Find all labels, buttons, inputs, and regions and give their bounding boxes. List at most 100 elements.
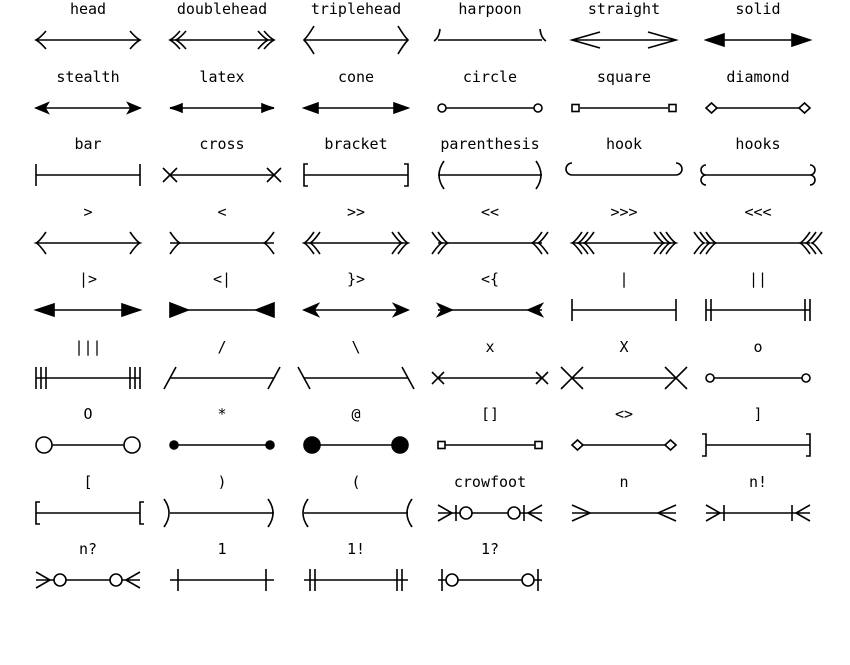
arrow-style-51: 1? [422, 540, 558, 602]
arrow-sample [35, 164, 141, 186]
arrow-sample [35, 366, 141, 389]
arrow-style-label: circle [462, 67, 518, 86]
arrow-tip-end [653, 231, 679, 254]
arrow-tip-start [700, 164, 707, 186]
arrow-tip-start [303, 436, 321, 454]
arrow-style-label: cone [337, 67, 375, 86]
arrow-tip-start [569, 31, 601, 49]
arrow-tip-start [433, 28, 441, 42]
arrow-tip-end [396, 569, 403, 591]
arrow-sample [304, 569, 408, 591]
arrow-style-11: diamond [690, 68, 826, 130]
arrow-style-37: * [154, 405, 290, 467]
arrow-style-33: x [422, 338, 558, 400]
arrow-style-label: <{ [480, 270, 500, 288]
arrow-tip-end [401, 366, 415, 389]
arrow-tip-start [693, 231, 719, 254]
arrow-sample [437, 102, 543, 113]
arrow-sample [301, 101, 411, 114]
arrow-sample [433, 28, 547, 42]
arrow-tip-start [301, 101, 319, 114]
arrow-style-48: n? [20, 540, 156, 602]
arrow-style-26: }> [288, 270, 424, 332]
arrow-style-label: }> [346, 270, 366, 288]
arrow-style-20: >> [288, 203, 424, 265]
arrow-style-44: ( [288, 473, 424, 535]
arrow-tip-end [126, 100, 143, 115]
arrow-style-label: triplehead [310, 0, 402, 18]
arrow-style-50: 1! [288, 540, 424, 602]
arrow-sample [301, 302, 411, 318]
arrow-style-label: x [485, 337, 495, 356]
arrow-tip-end [391, 436, 409, 454]
arrow-tip-end [406, 498, 413, 527]
arrow-style-47: n! [690, 473, 826, 535]
arrow-tip-end [668, 103, 677, 112]
arrow-tip-end [801, 372, 811, 383]
arrow-tip-start [33, 302, 55, 318]
arrow-style-label: > [83, 202, 93, 221]
arrow-tip-start [702, 433, 707, 457]
arrow-tip-end [253, 301, 275, 319]
arrow-style-0: head [20, 0, 156, 62]
arrow-style-10: square [556, 68, 692, 130]
arrow-style-41: ] [690, 405, 826, 467]
arrow-tip-end [265, 440, 275, 450]
arrow-tip-end [129, 366, 141, 389]
arrow-tip-start [169, 301, 191, 319]
arrow-style-23: <<< [690, 203, 826, 265]
arrow-tip-start [704, 101, 719, 114]
arrow-tip-start [431, 231, 451, 254]
arrow-sample [703, 32, 813, 48]
arrow-style-label: \ [351, 337, 361, 356]
arrow-sample [569, 31, 679, 49]
arrow-tip-start [571, 103, 580, 112]
arrow-tip-end [123, 436, 141, 454]
arrow-sample [437, 440, 543, 450]
arrow-style-label: bar [74, 135, 102, 153]
arrow-tip-start [35, 366, 47, 389]
arrow-style-label: << [480, 202, 500, 221]
arrow-tip-start [33, 231, 47, 254]
arrow-tip-start [560, 365, 584, 390]
arrow-style-label: 1 [217, 540, 227, 558]
arrow-style-22: >>> [556, 203, 692, 265]
arrow-sample [303, 163, 409, 187]
arrow-style-label: n? [78, 540, 98, 558]
arrow-sample [438, 569, 542, 591]
arrow-style-36: O [20, 405, 156, 467]
arrow-tip-start [565, 162, 573, 176]
arrow-sample [169, 102, 275, 113]
arrow-sample [705, 299, 811, 321]
arrow-style-32: \ [288, 338, 424, 400]
arrow-sample [163, 366, 281, 389]
arrow-sample [34, 30, 142, 50]
arrow-tip-end [804, 299, 811, 321]
arrow-style-label: | [619, 270, 629, 288]
arrow-sample [33, 231, 143, 254]
arrow-style-27: <{ [422, 270, 558, 332]
arrow-tip-start [703, 32, 725, 48]
arrow-style-label: hook [605, 135, 643, 153]
arrow-style-49: 1 [154, 540, 290, 602]
arrow-style-16: hook [556, 135, 692, 197]
arrow-style-label: / [217, 337, 227, 356]
arrow-tip-start [571, 503, 592, 522]
arrow-style-42: [ [20, 473, 156, 535]
arrow-sample [303, 436, 409, 454]
arrow-sample [435, 302, 545, 318]
arrow-tip-start [435, 302, 455, 318]
arrow-tip-end [266, 167, 282, 183]
arrow-sample [297, 366, 415, 389]
arrow-style-label: ( [351, 472, 361, 491]
arrow-style-1: doublehead [154, 0, 290, 62]
arrow-style-7: latex [154, 68, 290, 130]
arrow-sample [33, 100, 143, 115]
arrow-style-25: <| [154, 270, 290, 332]
arrow-tip-start [168, 30, 187, 50]
arrow-tip-start [169, 231, 183, 254]
arrow-sample [33, 302, 143, 318]
arrow-sample [170, 569, 274, 591]
arrow-sample [168, 30, 276, 50]
arrow-style-label: <<< [744, 202, 772, 221]
